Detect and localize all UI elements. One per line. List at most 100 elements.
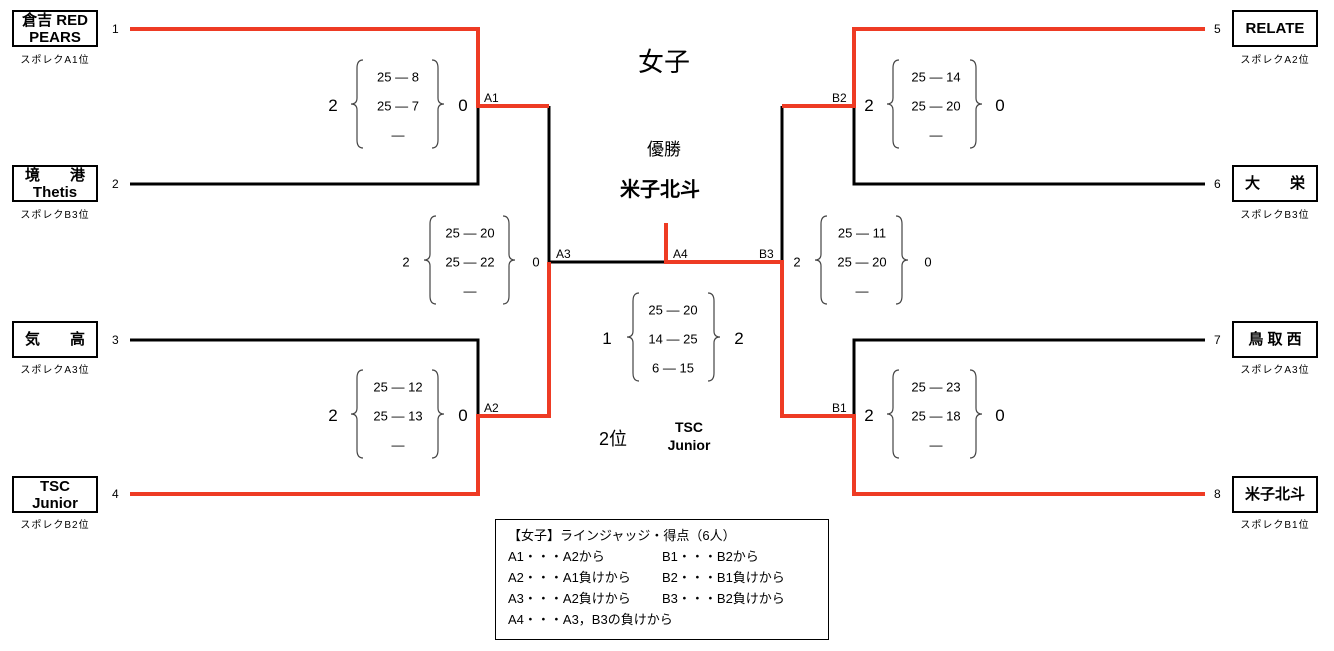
legend-item: A2・・・A1負けから xyxy=(508,570,631,585)
left-brace xyxy=(350,369,364,459)
set-score: 6 ― 15 xyxy=(652,360,694,376)
set-score: ― xyxy=(929,437,943,453)
seed-number: 4 xyxy=(112,487,119,501)
black-lines xyxy=(130,106,1205,416)
set-score: 25 ― 23 xyxy=(911,379,961,395)
team-box-3: 気 高 xyxy=(12,321,98,358)
set-score: 25 ― 20 xyxy=(911,98,961,114)
runner-up-name: TSC Junior xyxy=(664,418,714,454)
node-label-a1: A1 xyxy=(484,91,499,105)
legend-row: A4・・・A3，B3の負けから xyxy=(508,609,816,630)
line-team-7 xyxy=(852,338,1205,416)
set-score: ― xyxy=(463,283,477,299)
team-box-7: 鳥 取 西 xyxy=(1232,321,1318,358)
sets-won-left: 2 xyxy=(402,254,410,270)
team-sub: スポレクB3位 xyxy=(1240,210,1310,221)
win-line-team-1 xyxy=(130,27,549,108)
set-score: ― xyxy=(855,283,869,299)
legend-item: B2・・・B1負けから xyxy=(662,570,785,585)
win-line-team-4 xyxy=(130,262,551,496)
legend-title: 【女子】ラインジャッジ・得点（6人） xyxy=(508,528,736,543)
win-line-team-5 xyxy=(782,27,1205,108)
set-score: 25 ― 20 xyxy=(445,225,495,241)
team-sub: スポレクA3位 xyxy=(20,365,90,376)
team-name: 大 栄 xyxy=(1244,175,1305,192)
sets-won-right: 0 xyxy=(924,254,932,270)
team-name: RELATE xyxy=(1245,20,1305,37)
seed-number: 8 xyxy=(1214,487,1221,501)
set-score: 25 ― 20 xyxy=(648,302,698,318)
sets-won-right: 0 xyxy=(458,406,468,425)
right-brace xyxy=(502,215,516,305)
set-score: 25 ― 22 xyxy=(445,254,495,270)
team-name: 鳥 取 西 xyxy=(1248,331,1302,348)
set-score: 14 ― 25 xyxy=(648,331,698,347)
team-name: TSC xyxy=(40,477,70,495)
runner-up-line-2: Junior xyxy=(667,437,711,453)
team-sub: スポレクA1位 xyxy=(20,55,90,66)
right-brace xyxy=(707,292,721,382)
left-brace xyxy=(626,292,640,382)
sets-won-right: 0 xyxy=(995,406,1005,425)
right-brace xyxy=(895,215,909,305)
team-box-8: 米子北斗 xyxy=(1232,476,1318,513)
left-brace xyxy=(886,59,900,149)
seed-number: 3 xyxy=(112,333,119,347)
right-brace xyxy=(431,59,445,149)
sets-won-left: 2 xyxy=(328,406,338,425)
team-sub: スポレクB1位 xyxy=(1240,520,1310,531)
sets-won-left: 2 xyxy=(328,96,338,115)
node-label-a3: A3 xyxy=(556,247,571,261)
node-label-b1: B1 xyxy=(832,401,847,415)
seed-number: 7 xyxy=(1214,333,1221,347)
sets-won-left: 1 xyxy=(602,329,612,348)
champion-name: 米子北斗 xyxy=(620,179,700,201)
team-name: Junior xyxy=(32,494,78,512)
legend-item: B3・・・B2負けから xyxy=(662,591,785,606)
set-score: 25 ― 12 xyxy=(373,379,423,395)
team-name: PEARS xyxy=(29,28,81,46)
line-team-2 xyxy=(130,106,480,186)
set-score: 25 ― 7 xyxy=(377,98,419,114)
legend-item: A1・・・A2から xyxy=(508,549,605,564)
legend-row: A2・・・A1負けから B2・・・B1負けから xyxy=(508,567,816,588)
champion-label: 優勝 xyxy=(647,140,681,159)
legend-item: A4・・・A3，B3の負けから xyxy=(508,612,673,627)
set-score: ― xyxy=(929,127,943,143)
sets-won-right: 0 xyxy=(995,96,1005,115)
right-brace xyxy=(969,369,983,459)
team-sub: スポレクA2位 xyxy=(1240,55,1310,66)
seed-number: 6 xyxy=(1214,177,1221,191)
team-box-6: 大 栄 xyxy=(1232,165,1318,202)
team-sub: スポレクB3位 xyxy=(20,210,90,221)
left-brace xyxy=(886,369,900,459)
set-score: 25 ― 20 xyxy=(837,254,887,270)
set-score: 25 ― 14 xyxy=(911,69,961,85)
team-name: 米子北斗 xyxy=(1244,486,1305,503)
node-label-b3: B3 xyxy=(759,247,774,261)
set-score: ― xyxy=(391,437,405,453)
set-score: 25 ― 13 xyxy=(373,408,423,424)
runner-up-label: 2位 xyxy=(599,429,628,449)
score-braces xyxy=(350,59,983,459)
team-box-5: RELATE xyxy=(1232,10,1318,47)
line-team-3 xyxy=(130,338,480,416)
left-brace xyxy=(814,215,828,305)
team-name: 倉吉 RED xyxy=(22,11,88,29)
legend-item: B1・・・B2から xyxy=(662,549,759,564)
seed-number: 5 xyxy=(1214,22,1221,36)
page-title: 女子 xyxy=(638,47,691,77)
team-name: 気 高 xyxy=(24,331,85,348)
sets-won-left: 2 xyxy=(864,406,874,425)
sets-won-right: 2 xyxy=(734,329,744,348)
seed-number: 1 xyxy=(112,22,119,36)
sets-won-right: 0 xyxy=(532,254,540,270)
node-label-a4: A4 xyxy=(673,247,688,261)
right-brace xyxy=(969,59,983,149)
set-score: ― xyxy=(391,127,405,143)
